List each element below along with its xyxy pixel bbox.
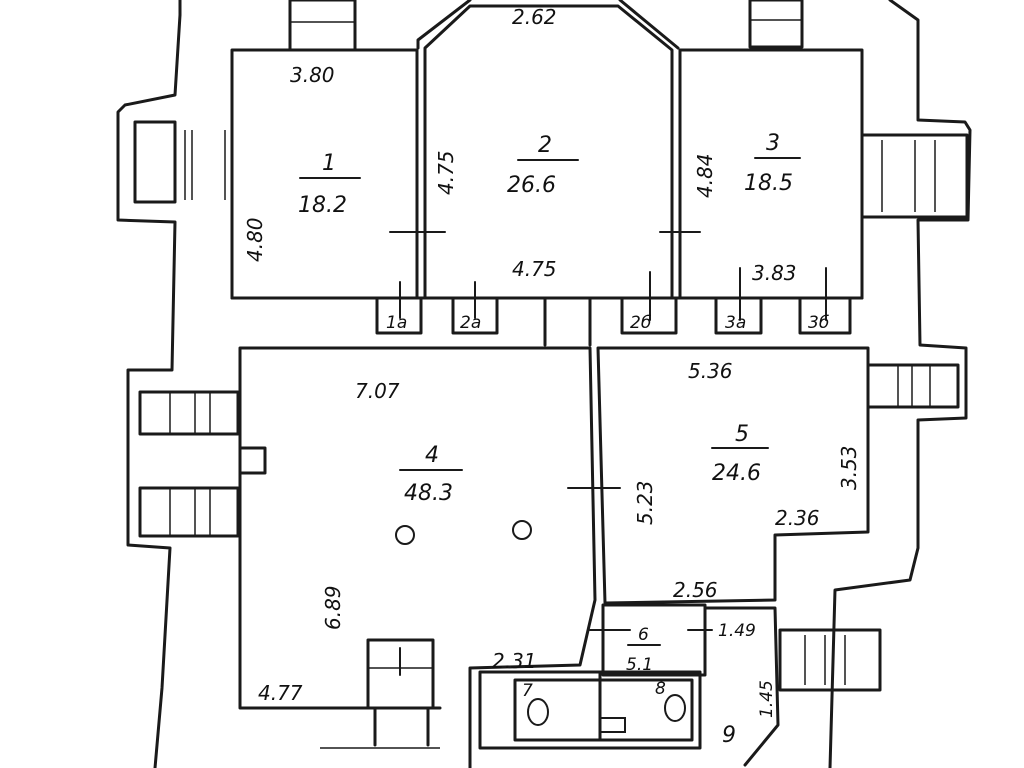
dim-4-75-horizontal: 4.75 bbox=[512, 257, 557, 281]
window-left-mid bbox=[138, 390, 240, 436]
window-left-top bbox=[133, 120, 226, 204]
room-9 bbox=[703, 606, 780, 767]
dim-4-84: 4.84 bbox=[693, 153, 717, 198]
dim-2-31: 2.31 bbox=[492, 649, 537, 673]
closet-2a-label: 2a bbox=[460, 313, 481, 333]
room-7-label: 7 bbox=[522, 681, 533, 701]
room-5 bbox=[596, 346, 870, 605]
window-left-low bbox=[138, 486, 240, 538]
outer-wall bbox=[116, 0, 972, 768]
sink bbox=[599, 717, 626, 733]
room-6-number: 6 bbox=[638, 625, 649, 645]
top-bay-right bbox=[748, 0, 804, 49]
room-6 bbox=[601, 603, 707, 677]
bay-frame-room2 bbox=[416, 0, 680, 50]
column-right bbox=[512, 520, 532, 540]
closet-3a-label: 3a bbox=[725, 313, 746, 333]
closet-1a-label: 1a bbox=[386, 313, 407, 333]
room-6-area: 5.1 bbox=[626, 655, 653, 675]
dim-3-80: 3.80 bbox=[290, 63, 335, 87]
dim-4-80: 4.80 bbox=[243, 217, 267, 262]
room-9-label: 9 bbox=[722, 723, 736, 748]
room-3-number: 3 bbox=[766, 131, 780, 156]
dim-4-75-vertical: 4.75 bbox=[434, 150, 458, 195]
room-4-area: 48.3 bbox=[404, 481, 453, 506]
room-2-number: 2 bbox=[538, 133, 552, 158]
dim-1-49: 1.49 bbox=[718, 621, 756, 641]
room-4 bbox=[238, 346, 597, 768]
toilet-left bbox=[527, 698, 549, 726]
entrance-stair bbox=[320, 638, 440, 749]
room-2-area: 26.6 bbox=[507, 173, 556, 198]
dim-5-23: 5.23 bbox=[633, 480, 657, 525]
dim-5-36: 5.36 bbox=[688, 359, 733, 383]
room-5-area: 24.6 bbox=[712, 461, 761, 486]
column-left bbox=[395, 525, 415, 545]
window-right-low bbox=[778, 628, 882, 692]
dim-2-56: 2.56 bbox=[673, 578, 718, 602]
room-1-number: 1 bbox=[322, 151, 336, 176]
dim-6-89: 6.89 bbox=[321, 585, 345, 630]
room-3-area: 18.5 bbox=[744, 171, 793, 196]
closet-2b-label: 2б bbox=[630, 313, 651, 333]
room-8-label: 8 bbox=[655, 679, 666, 699]
dim-2-36: 2.36 bbox=[775, 506, 820, 530]
room-4-number: 4 bbox=[425, 443, 439, 468]
room-5-number: 5 bbox=[735, 422, 749, 447]
dim-4-77: 4.77 bbox=[258, 681, 303, 705]
closet-3a bbox=[714, 296, 763, 335]
dim-1-45: 1.45 bbox=[757, 680, 777, 718]
dim-2-62: 2.62 bbox=[512, 5, 557, 29]
window-right-top bbox=[860, 133, 969, 219]
dim-3-53: 3.53 bbox=[837, 445, 861, 490]
top-bay-left bbox=[288, 0, 357, 52]
window-right-mid bbox=[866, 363, 960, 409]
dim-3-83: 3.83 bbox=[752, 261, 797, 285]
closet-3b-label: 3б bbox=[808, 313, 829, 333]
room-1-area: 18.2 bbox=[298, 193, 347, 218]
room-2 bbox=[423, 4, 674, 300]
dim-7-07: 7.07 bbox=[355, 379, 400, 403]
wc-block bbox=[478, 670, 702, 750]
toilet-right bbox=[664, 694, 686, 722]
